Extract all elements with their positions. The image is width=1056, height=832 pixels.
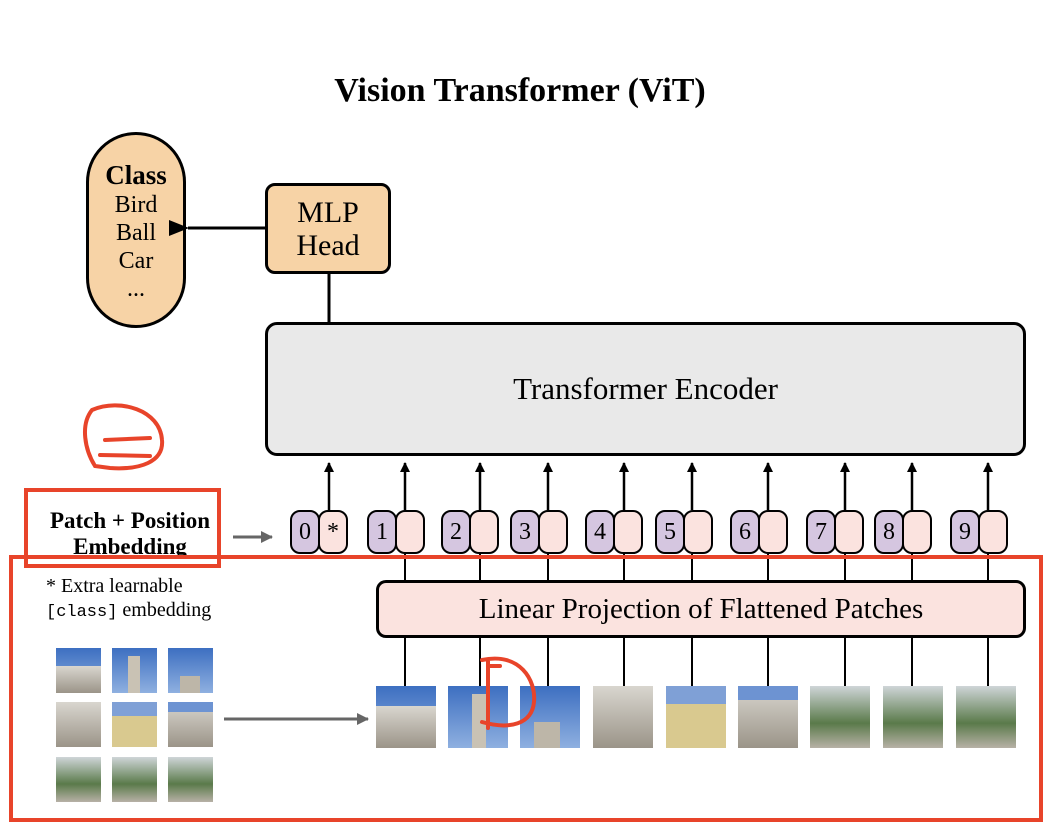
patch-to-projection-lines xyxy=(404,638,989,686)
class-token-marker: * xyxy=(318,510,348,554)
patch-embedding xyxy=(978,510,1008,554)
position-number: 3 xyxy=(510,510,540,554)
linear-projection-box: Linear Projection of Flattened Patches xyxy=(376,580,1026,638)
transformer-encoder-label: Transformer Encoder xyxy=(513,371,778,406)
patch-embedding xyxy=(758,510,788,554)
patch-embedding xyxy=(538,510,568,554)
class-item-car: Car xyxy=(118,248,154,274)
position-number: 6 xyxy=(730,510,760,554)
handwritten-2-annotation xyxy=(83,403,165,471)
patch-embedding xyxy=(683,510,713,554)
note-suffix: embedding xyxy=(117,599,212,621)
annotation-label-box xyxy=(24,488,221,568)
patch-embedding xyxy=(902,510,932,554)
embedding-label-line1: Patch + Position xyxy=(49,508,211,533)
diagram-title: Vision Transformer (ViT) xyxy=(334,72,706,109)
mlp-head-box: MLP Head xyxy=(265,183,391,274)
patch-sequence xyxy=(376,686,1016,748)
patch-embedding xyxy=(395,510,425,554)
token-arrows xyxy=(324,462,993,510)
class-heading: Class xyxy=(105,160,167,190)
token-2: 2 xyxy=(441,510,503,554)
token-3: 3 xyxy=(510,510,572,554)
class-item-ball: Ball xyxy=(116,220,156,246)
note-line1: * Extra learnable xyxy=(46,575,183,597)
transformer-encoder-box: Transformer Encoder xyxy=(265,322,1026,456)
token-0: 0 * xyxy=(290,510,352,554)
patch-embedding xyxy=(469,510,499,554)
token-6: 6 xyxy=(730,510,792,554)
annotation-region-box xyxy=(9,555,1043,822)
note-code: [class] xyxy=(46,603,118,622)
image-grid xyxy=(56,648,213,802)
token-4: 4 xyxy=(585,510,647,554)
mlp-head-line1: MLP xyxy=(297,196,359,229)
class-embedding-note: * Extra learnable [class] embedding xyxy=(46,574,211,625)
patch-position-embedding-label: Patch + Position Embedding xyxy=(30,508,230,560)
position-number: 9 xyxy=(950,510,980,554)
position-number: 4 xyxy=(585,510,615,554)
position-number: 5 xyxy=(655,510,685,554)
class-item-ellipsis: ... xyxy=(127,276,145,302)
patch-embedding xyxy=(613,510,643,554)
handwritten-1-annotation xyxy=(480,656,537,730)
position-number: 8 xyxy=(874,510,904,554)
token-9: 9 xyxy=(950,510,1012,554)
token-7: 7 xyxy=(806,510,868,554)
patch-embedding xyxy=(834,510,864,554)
linear-projection-label: Linear Projection of Flattened Patches xyxy=(478,592,924,625)
token-1: 1 xyxy=(367,510,429,554)
class-item-bird: Bird xyxy=(114,192,158,218)
token-5: 5 xyxy=(655,510,717,554)
token-8: 8 xyxy=(874,510,936,554)
embedding-label-line2: Embedding xyxy=(73,534,187,559)
mlp-head-line2: Head xyxy=(296,229,360,262)
